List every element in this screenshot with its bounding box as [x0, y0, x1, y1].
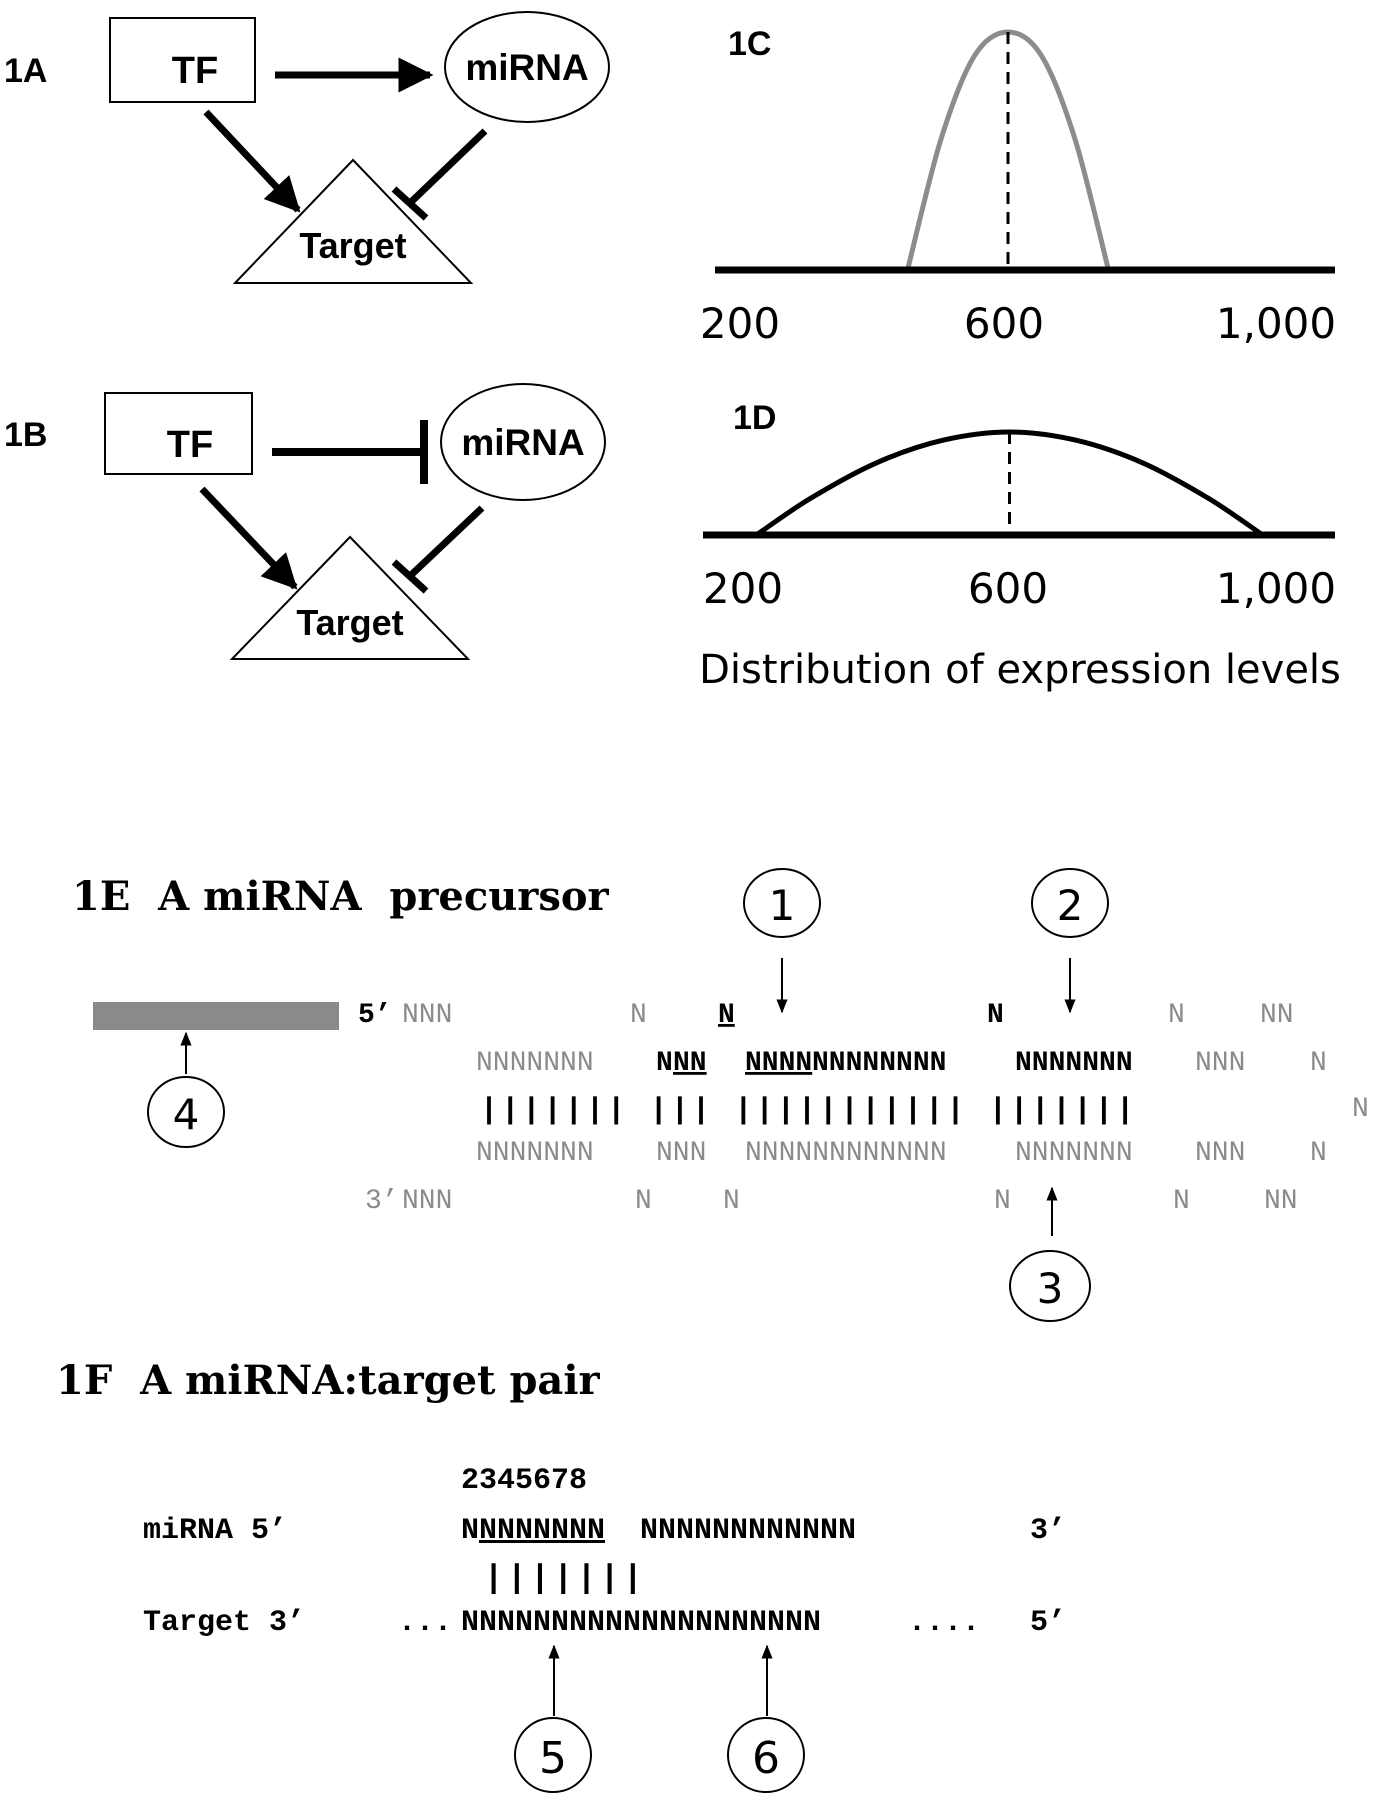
- callout-6: [727, 1717, 805, 1793]
- mirna-represses-target-line: [407, 128, 488, 206]
- callout-2: [1031, 868, 1109, 938]
- panel-1e-title: 1E A miRNA precursor: [72, 873, 610, 920]
- panel-1a: 1A TF miRNA Target: [4, 11, 610, 284]
- row4-seq: NNNNNNN: [1015, 1138, 1133, 1169]
- callout-4-label: 4: [173, 1090, 200, 1139]
- row2-seq: NNN: [1195, 1048, 1245, 1079]
- tf-box: [104, 392, 253, 475]
- row1-seq-bold: N: [718, 1000, 735, 1031]
- row5-seq: N: [994, 1186, 1011, 1217]
- callout-3: [1009, 1250, 1091, 1322]
- mirna-represses-target-line: [407, 505, 485, 579]
- tick-label-1c-600: 600: [964, 299, 1044, 348]
- mirna-seq-rest: NNNNNNNNNNNN: [640, 1514, 856, 1548]
- target-label: Target: [299, 225, 406, 266]
- mirna-represses-target-bar: [391, 559, 429, 594]
- row2-mature-star: NNNNNNN: [1015, 1048, 1133, 1079]
- mirna-row-label: miRNA 5’: [143, 1514, 287, 1548]
- mirna-represses-target-bar: [391, 186, 429, 221]
- tick-label-1d-1000: 1,000: [1216, 564, 1336, 613]
- panel-1c-label: 1C: [728, 25, 771, 63]
- target-lead: ...: [398, 1606, 452, 1640]
- row3-base-pairs: ||||||| ||| ||||||||||| |||||||: [480, 1094, 1137, 1128]
- row2-mature-underlined: NNNN: [745, 1048, 812, 1079]
- target-row-label: Target 3’: [143, 1606, 305, 1640]
- row1-seq: N: [1168, 1000, 1185, 1031]
- row1-seq: N: [630, 1000, 647, 1031]
- panel-1b-label: 1B: [4, 416, 47, 454]
- tick-label-1d-200: 200: [703, 564, 783, 613]
- row2-mature: N: [656, 1048, 673, 1079]
- row5-seq: N: [635, 1186, 652, 1217]
- target-end: 5’: [1030, 1606, 1066, 1640]
- row2-mature: NNNNNNNN: [812, 1048, 946, 1079]
- tf-activates-target-arrow: [199, 486, 298, 590]
- row4-seq: NNN: [1195, 1138, 1245, 1169]
- seed-positions: 2345678: [461, 1464, 587, 1498]
- row3-loop: N: [1352, 1094, 1369, 1125]
- tf-label: TF: [167, 424, 213, 466]
- target-label: Target: [296, 602, 403, 643]
- mirna-ellipse: [440, 383, 606, 501]
- row5-prefix: 3’: [365, 1186, 399, 1217]
- row4-seq: NNNNNNNNNNNN: [745, 1138, 947, 1169]
- tf-label: TF: [172, 50, 218, 92]
- tf-activates-target-arrow: [203, 109, 301, 213]
- tick-label-1c-200: 200: [700, 299, 780, 348]
- callout-1-label: 1: [769, 881, 796, 930]
- row5-seq: N: [723, 1186, 740, 1217]
- callout-1: [743, 868, 821, 938]
- row1-seq-bold: N: [987, 1000, 1004, 1031]
- mirna-label: miRNA: [461, 422, 584, 463]
- mirna-label: miRNA: [465, 47, 588, 88]
- row5-seq: NNN: [402, 1186, 452, 1217]
- target-triangle: [232, 158, 474, 284]
- mirna-ellipse: [444, 11, 610, 123]
- callout-6-label: 6: [752, 1733, 780, 1784]
- promoter-bar: [93, 1002, 339, 1030]
- mirna-seed: NNNNNNN: [479, 1514, 605, 1548]
- row2-seq: NNNNNNN: [476, 1048, 594, 1079]
- panel-1d-caption: Distribution of expression levels: [699, 647, 1341, 693]
- target-triangle: [229, 535, 471, 660]
- panel-1a-label: 1A: [4, 52, 47, 90]
- callout-4: [147, 1076, 225, 1148]
- row4-seq: N: [1310, 1138, 1327, 1169]
- tick-label-1c-1000: 1,000: [1216, 299, 1336, 348]
- row4-seq: NNN: [656, 1138, 706, 1169]
- callout-5: [514, 1717, 592, 1793]
- row1-seq: NNN: [402, 1000, 452, 1031]
- tf-box: [109, 17, 256, 103]
- callout-5-label: 5: [539, 1733, 567, 1784]
- seed-pairs: |||||||: [484, 1560, 646, 1597]
- mirna-end: 3’: [1030, 1514, 1066, 1548]
- row5-seq: NN: [1264, 1186, 1298, 1217]
- panel-1f-title: 1F A miRNA:target pair: [56, 1357, 601, 1404]
- callout-3-label: 3: [1037, 1264, 1064, 1313]
- panel-1e: 1E A miRNA precursor 1 2 4 5’ NNN N N N …: [72, 868, 1369, 1322]
- callout-2-label: 2: [1057, 881, 1084, 930]
- row5-seq: N: [1173, 1186, 1190, 1217]
- row1-seq: NN: [1260, 1000, 1294, 1031]
- panel-1d: 1D 200 600 1,000 Distribution of express…: [699, 399, 1341, 693]
- panel-1b: 1B TF miRNA Target: [4, 383, 606, 660]
- panel-1d-label: 1D: [733, 399, 776, 437]
- panel-1c: 1C 200 600 1,000: [700, 25, 1336, 348]
- target-seq: NNNNNNNNNNNNNNNNNNNN: [461, 1606, 821, 1640]
- target-tail: ....: [908, 1606, 980, 1640]
- tick-label-1d-600: 600: [968, 564, 1048, 613]
- row2-seq: N: [1310, 1048, 1327, 1079]
- row2-mature-underlined: NN: [673, 1048, 707, 1079]
- panel-1f: 1F A miRNA:target pair 2345678 miRNA 5’ …: [56, 1357, 1066, 1793]
- row1-prefix: 5’: [358, 1000, 392, 1031]
- mirna-seq-first: N: [461, 1514, 479, 1548]
- row4-seq: NNNNNNN: [476, 1138, 594, 1169]
